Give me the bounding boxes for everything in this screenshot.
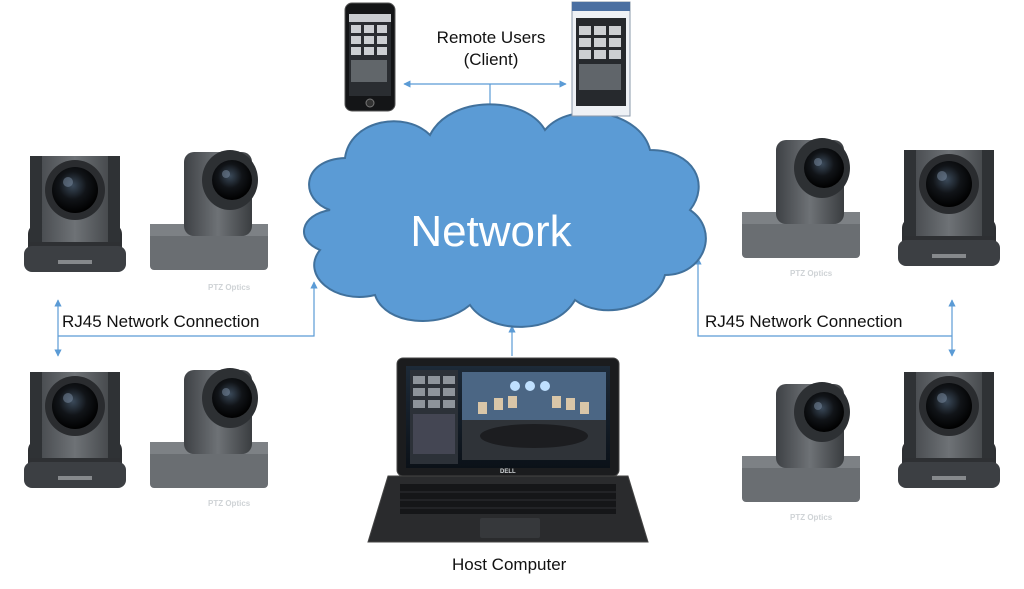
camera-brand-label: PTZ Optics — [790, 269, 833, 278]
camera-left-4: PTZ Optics — [150, 368, 268, 508]
rj45-left-label: RJ45 Network Connection — [62, 312, 260, 331]
remote-users-subtitle: (Client) — [463, 50, 519, 69]
remote-browser — [571, 1, 631, 117]
camera-brand-label: PTZ Optics — [208, 283, 251, 292]
camera-right-4 — [898, 372, 1000, 488]
remote-users-title: Remote Users — [436, 28, 546, 47]
remote-phone — [344, 2, 396, 112]
network-cloud — [303, 103, 707, 328]
remote-users-label: Remote Users (Client) — [432, 28, 550, 70]
network-label: Network — [410, 207, 572, 256]
camera-left-3 — [24, 372, 126, 488]
laptop-brand-label: DELL — [500, 469, 516, 475]
camera-right-1: PTZ Optics — [742, 138, 860, 278]
camera-right-2 — [898, 150, 1000, 266]
right-rj45-link — [694, 257, 952, 337]
connector-lines — [54, 80, 956, 357]
camera-left-1 — [24, 156, 126, 272]
host-computer-label: Host Computer — [452, 555, 567, 574]
camera-brand-label: PTZ Optics — [208, 499, 251, 508]
left-rj45-link — [58, 281, 318, 337]
camera-left-2: PTZ Optics — [150, 150, 268, 292]
host-laptop: DELL — [367, 357, 649, 543]
rj45-right-label: RJ45 Network Connection — [705, 312, 903, 331]
camera-right-3: PTZ Optics — [742, 382, 860, 522]
camera-brand-label: PTZ Optics — [790, 513, 833, 522]
